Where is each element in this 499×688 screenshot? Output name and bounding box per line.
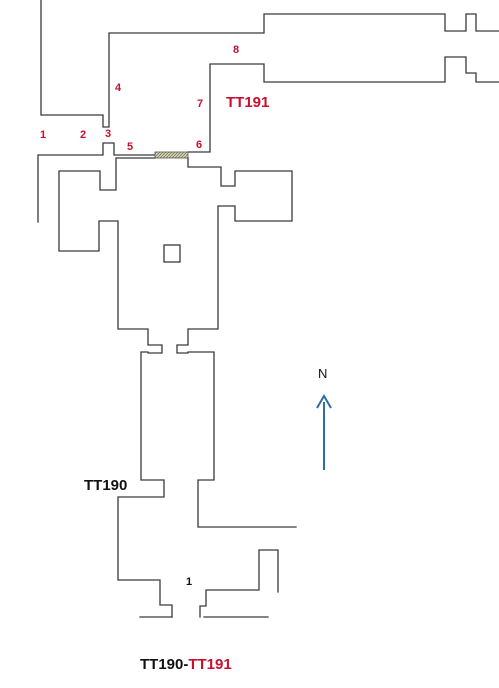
blocked-passage: [154, 151, 189, 159]
tt190-west-outline: [58, 157, 173, 618]
marker-3: 3: [105, 128, 111, 140]
caption-tt191: TT191: [188, 656, 231, 673]
tt191-entrance-wall: [37, 142, 156, 223]
tt190-lower-east-wall: [199, 549, 279, 618]
tt191-west-wall: [40, 0, 499, 128]
caption: TT190-TT191: [140, 656, 232, 673]
marker-8: 8: [233, 44, 239, 56]
north-arrow: N: [316, 366, 332, 470]
caption-tt190: TT190-: [140, 656, 188, 673]
tt190-label: TT190: [84, 477, 127, 494]
marker-7: 7: [197, 98, 203, 110]
marker-6: 6: [196, 139, 202, 151]
tt191-east-wall: [187, 56, 499, 153]
tt190-east-outline: [176, 157, 297, 528]
tt190-marker-1: 1: [186, 576, 192, 588]
marker-4: 4: [115, 82, 122, 94]
tt190-plan: [58, 157, 297, 618]
marker-5: 5: [127, 141, 133, 153]
north-arrowhead-icon: [316, 394, 332, 409]
marker-2: 2: [80, 129, 86, 141]
tt191-label: TT191: [226, 94, 269, 111]
north-label: N: [318, 366, 327, 381]
tt191-markers: 1 2 3 4 5 6 7 8: [40, 44, 239, 153]
tt191-plan: [37, 0, 499, 223]
marker-1: 1: [40, 129, 46, 141]
pillar: [163, 244, 181, 263]
